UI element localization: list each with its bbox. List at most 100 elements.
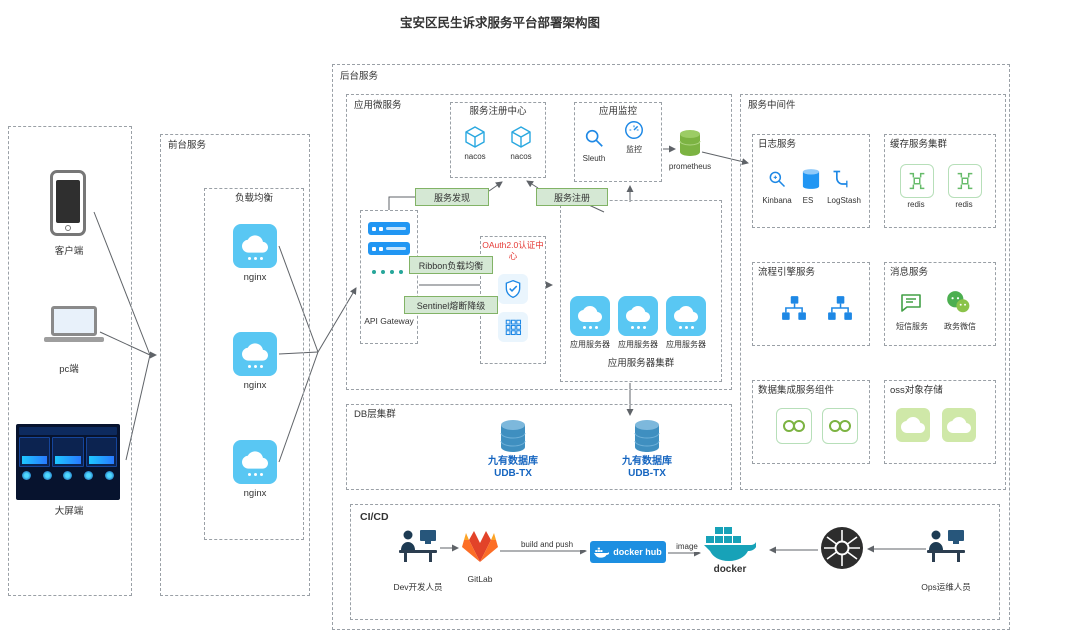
db-sub-label: UDB-TX bbox=[628, 468, 666, 479]
image-label: image bbox=[668, 542, 706, 552]
cache-cluster-label: 缓存服务集群 bbox=[890, 139, 948, 150]
kibana-magnifier-icon bbox=[766, 168, 788, 190]
gitlab-label: GitLab bbox=[467, 574, 493, 584]
dev-person-label: Dev开发人员 bbox=[393, 582, 443, 592]
frontend-panel bbox=[160, 134, 310, 596]
flowchart-icon bbox=[780, 294, 808, 322]
app-server-label: 应用服务器 bbox=[618, 340, 658, 349]
screen-label: 大屏端 bbox=[54, 506, 84, 517]
cicd-panel bbox=[350, 504, 1000, 620]
logstash-pipe-icon bbox=[830, 168, 852, 190]
db-name-label: 九有数据库 bbox=[622, 456, 672, 467]
logstash-label: LogStash bbox=[827, 196, 861, 205]
app-server-cluster-label: 应用服务器集群 bbox=[607, 358, 675, 369]
redis-icon bbox=[948, 164, 982, 198]
nacos-cube-icon bbox=[462, 124, 488, 150]
sentinel-badge: Sentinel熔断降级 bbox=[404, 296, 498, 314]
page-title: 宝安区民生诉求服务平台部署架构图 bbox=[399, 16, 600, 30]
ops-person-icon bbox=[926, 526, 966, 564]
app-server-label: 应用服务器 bbox=[666, 340, 706, 349]
server-rack-icon bbox=[368, 222, 410, 235]
load-balancer-label: 负载均衡 bbox=[234, 193, 273, 204]
backend-panel bbox=[332, 64, 1010, 630]
pc-label: pc端 bbox=[59, 364, 79, 375]
db-sub-label: UDB-TX bbox=[494, 468, 532, 479]
redis-label: redis bbox=[955, 200, 973, 209]
sleuth-label: Sleuth bbox=[582, 154, 606, 163]
load-balancer-group bbox=[204, 188, 304, 540]
kibana-label: Kinbana bbox=[762, 196, 792, 205]
gov-wechat-label: 政务微信 bbox=[944, 322, 976, 331]
data-integration-group bbox=[752, 380, 870, 464]
backend-label: 后台服务 bbox=[340, 71, 379, 82]
process-engine-label: 流程引擎服务 bbox=[758, 267, 816, 278]
ops-person-label: Ops运维人员 bbox=[921, 582, 971, 592]
db-cluster-panel bbox=[346, 404, 732, 490]
flowchart-icon bbox=[826, 294, 854, 322]
middleware-label: 服务中间件 bbox=[748, 100, 796, 111]
data-integration-label: 数据集成服务组件 bbox=[758, 385, 835, 396]
infinity-link-icon bbox=[776, 408, 812, 444]
app-server-cluster-group bbox=[560, 200, 722, 382]
build-push-label: build and push bbox=[505, 540, 589, 550]
docker-label: docker bbox=[713, 564, 747, 575]
cicd-label: CI/CD bbox=[360, 511, 389, 523]
log-service-group bbox=[752, 134, 870, 228]
nginx-label: nginx bbox=[243, 488, 267, 499]
process-engine-group bbox=[752, 262, 870, 346]
monitor-label: 监控 bbox=[626, 145, 642, 154]
dockerhub-label: docker hub bbox=[613, 547, 662, 557]
laptop-icon bbox=[40, 306, 108, 342]
app-server-icon bbox=[618, 296, 658, 336]
nginx-label: nginx bbox=[243, 272, 267, 283]
service-discovery-badge: 服务发现 bbox=[415, 188, 489, 206]
prometheus-icon bbox=[678, 128, 702, 158]
oauth-center-label: OAuth2.0认证中心 bbox=[482, 240, 544, 261]
message-service-group bbox=[884, 262, 996, 346]
api-gateway-label: API Gateway bbox=[364, 316, 414, 326]
app-monitoring-label: 应用监控 bbox=[598, 106, 637, 117]
service-register-badge: 服务注册 bbox=[536, 188, 608, 206]
phone-label: 客户端 bbox=[54, 246, 84, 257]
ribbon-badge: Ribbon负载均衡 bbox=[409, 256, 493, 274]
sms-chat-icon bbox=[898, 290, 924, 316]
docker-whale-icon bbox=[704, 522, 756, 562]
kubernetes-icon bbox=[820, 526, 864, 570]
app-server-label: 应用服务器 bbox=[570, 340, 610, 349]
service-registry-label: 服务注册中心 bbox=[469, 106, 527, 117]
dockerhub-whale-icon bbox=[594, 547, 610, 558]
dashboard-screen-icon bbox=[16, 424, 120, 500]
monitor-gauge-icon bbox=[622, 118, 646, 142]
log-service-label: 日志服务 bbox=[758, 139, 797, 150]
server-rack-icon bbox=[368, 242, 410, 255]
redis-icon bbox=[900, 164, 934, 198]
dev-person-icon bbox=[398, 526, 438, 564]
middleware-panel bbox=[740, 94, 1006, 490]
db-name-label: 九有数据库 bbox=[488, 456, 538, 467]
nacos-label: nacos bbox=[464, 152, 486, 161]
sms-service-label: 短信服务 bbox=[896, 322, 928, 331]
grid-apps-icon bbox=[498, 312, 528, 342]
microservices-label: 应用微服务 bbox=[354, 100, 402, 111]
microservices-group bbox=[346, 94, 732, 390]
app-server-icon bbox=[666, 296, 706, 336]
database-cylinder-icon bbox=[634, 418, 660, 454]
db-cluster-label: DB层集群 bbox=[354, 409, 396, 420]
sleuth-magnifier-icon bbox=[582, 126, 606, 150]
oss-storage-group bbox=[884, 380, 996, 464]
es-label: ES bbox=[802, 196, 814, 205]
nginx-icon bbox=[233, 332, 277, 376]
message-service-label: 消息服务 bbox=[890, 267, 929, 278]
es-database-icon bbox=[800, 168, 822, 190]
gitlab-icon bbox=[462, 530, 498, 564]
nginx-label: nginx bbox=[243, 380, 267, 391]
prometheus-label: prometheus bbox=[668, 162, 712, 171]
cloud-storage-icon bbox=[896, 408, 930, 442]
nacos-label: nacos bbox=[510, 152, 532, 161]
clients-panel bbox=[8, 126, 132, 596]
app-server-icon bbox=[570, 296, 610, 336]
nginx-icon bbox=[233, 440, 277, 484]
shield-icon bbox=[498, 274, 528, 304]
frontend-label: 前台服务 bbox=[168, 140, 207, 151]
dockerhub-badge: docker hub bbox=[590, 541, 666, 563]
